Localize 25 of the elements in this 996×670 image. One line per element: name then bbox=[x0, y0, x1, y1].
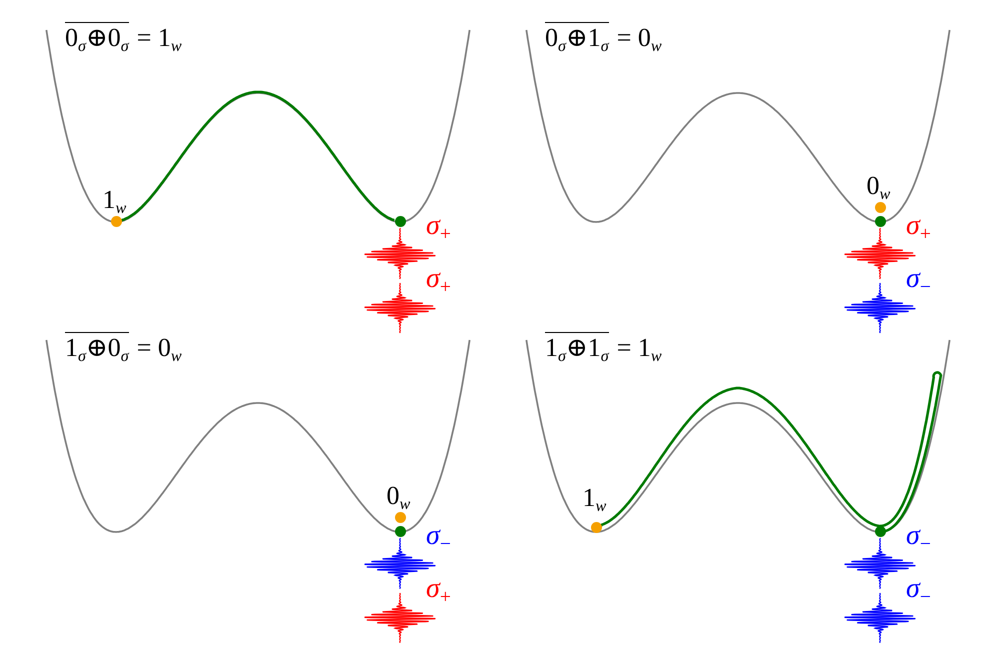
polarization-label: σ$_{−}$ bbox=[906, 575, 931, 603]
equation: 1$_{σ}$⊕0$_{σ}$ bbox=[65, 332, 129, 362]
trajectory-line bbox=[600, 372, 942, 532]
polarization-label: σ$_{−}$ bbox=[426, 522, 451, 550]
equation: = 0$_{w}$ bbox=[616, 23, 662, 53]
state-label: 0$_{w}$ bbox=[866, 172, 890, 198]
state-dot bbox=[394, 216, 406, 226]
equation: = 0$_{w}$ bbox=[136, 333, 182, 363]
polarization-label: σ$_{−}$ bbox=[906, 265, 931, 293]
state-label: 0$_{w}$ bbox=[386, 482, 410, 508]
equation: = 1$_{w}$ bbox=[616, 333, 662, 363]
polarization-label: σ$_{+}$ bbox=[906, 212, 931, 240]
equation: = 1$_{w}$ bbox=[136, 23, 182, 53]
equation: 0$_{σ}$⊕1$_{σ}$ bbox=[545, 22, 609, 52]
polarization-label: σ$_{+}$ bbox=[426, 265, 451, 293]
state-label: 1$_{w}$ bbox=[582, 484, 606, 510]
state-dot bbox=[874, 216, 886, 226]
polarization-label: σ$_{+}$ bbox=[426, 212, 451, 240]
equation: 1$_{σ}$⊕1$_{σ}$ bbox=[545, 332, 609, 362]
equation: 0$_{σ}$⊕0$_{σ}$ bbox=[65, 22, 129, 52]
polarization-label: σ$_{−}$ bbox=[906, 522, 931, 550]
state-dot bbox=[394, 526, 406, 536]
state-label: 1$_{w}$ bbox=[102, 186, 126, 212]
trajectory-line bbox=[121, 90, 395, 222]
polarization-label: σ$_{+}$ bbox=[426, 575, 451, 603]
